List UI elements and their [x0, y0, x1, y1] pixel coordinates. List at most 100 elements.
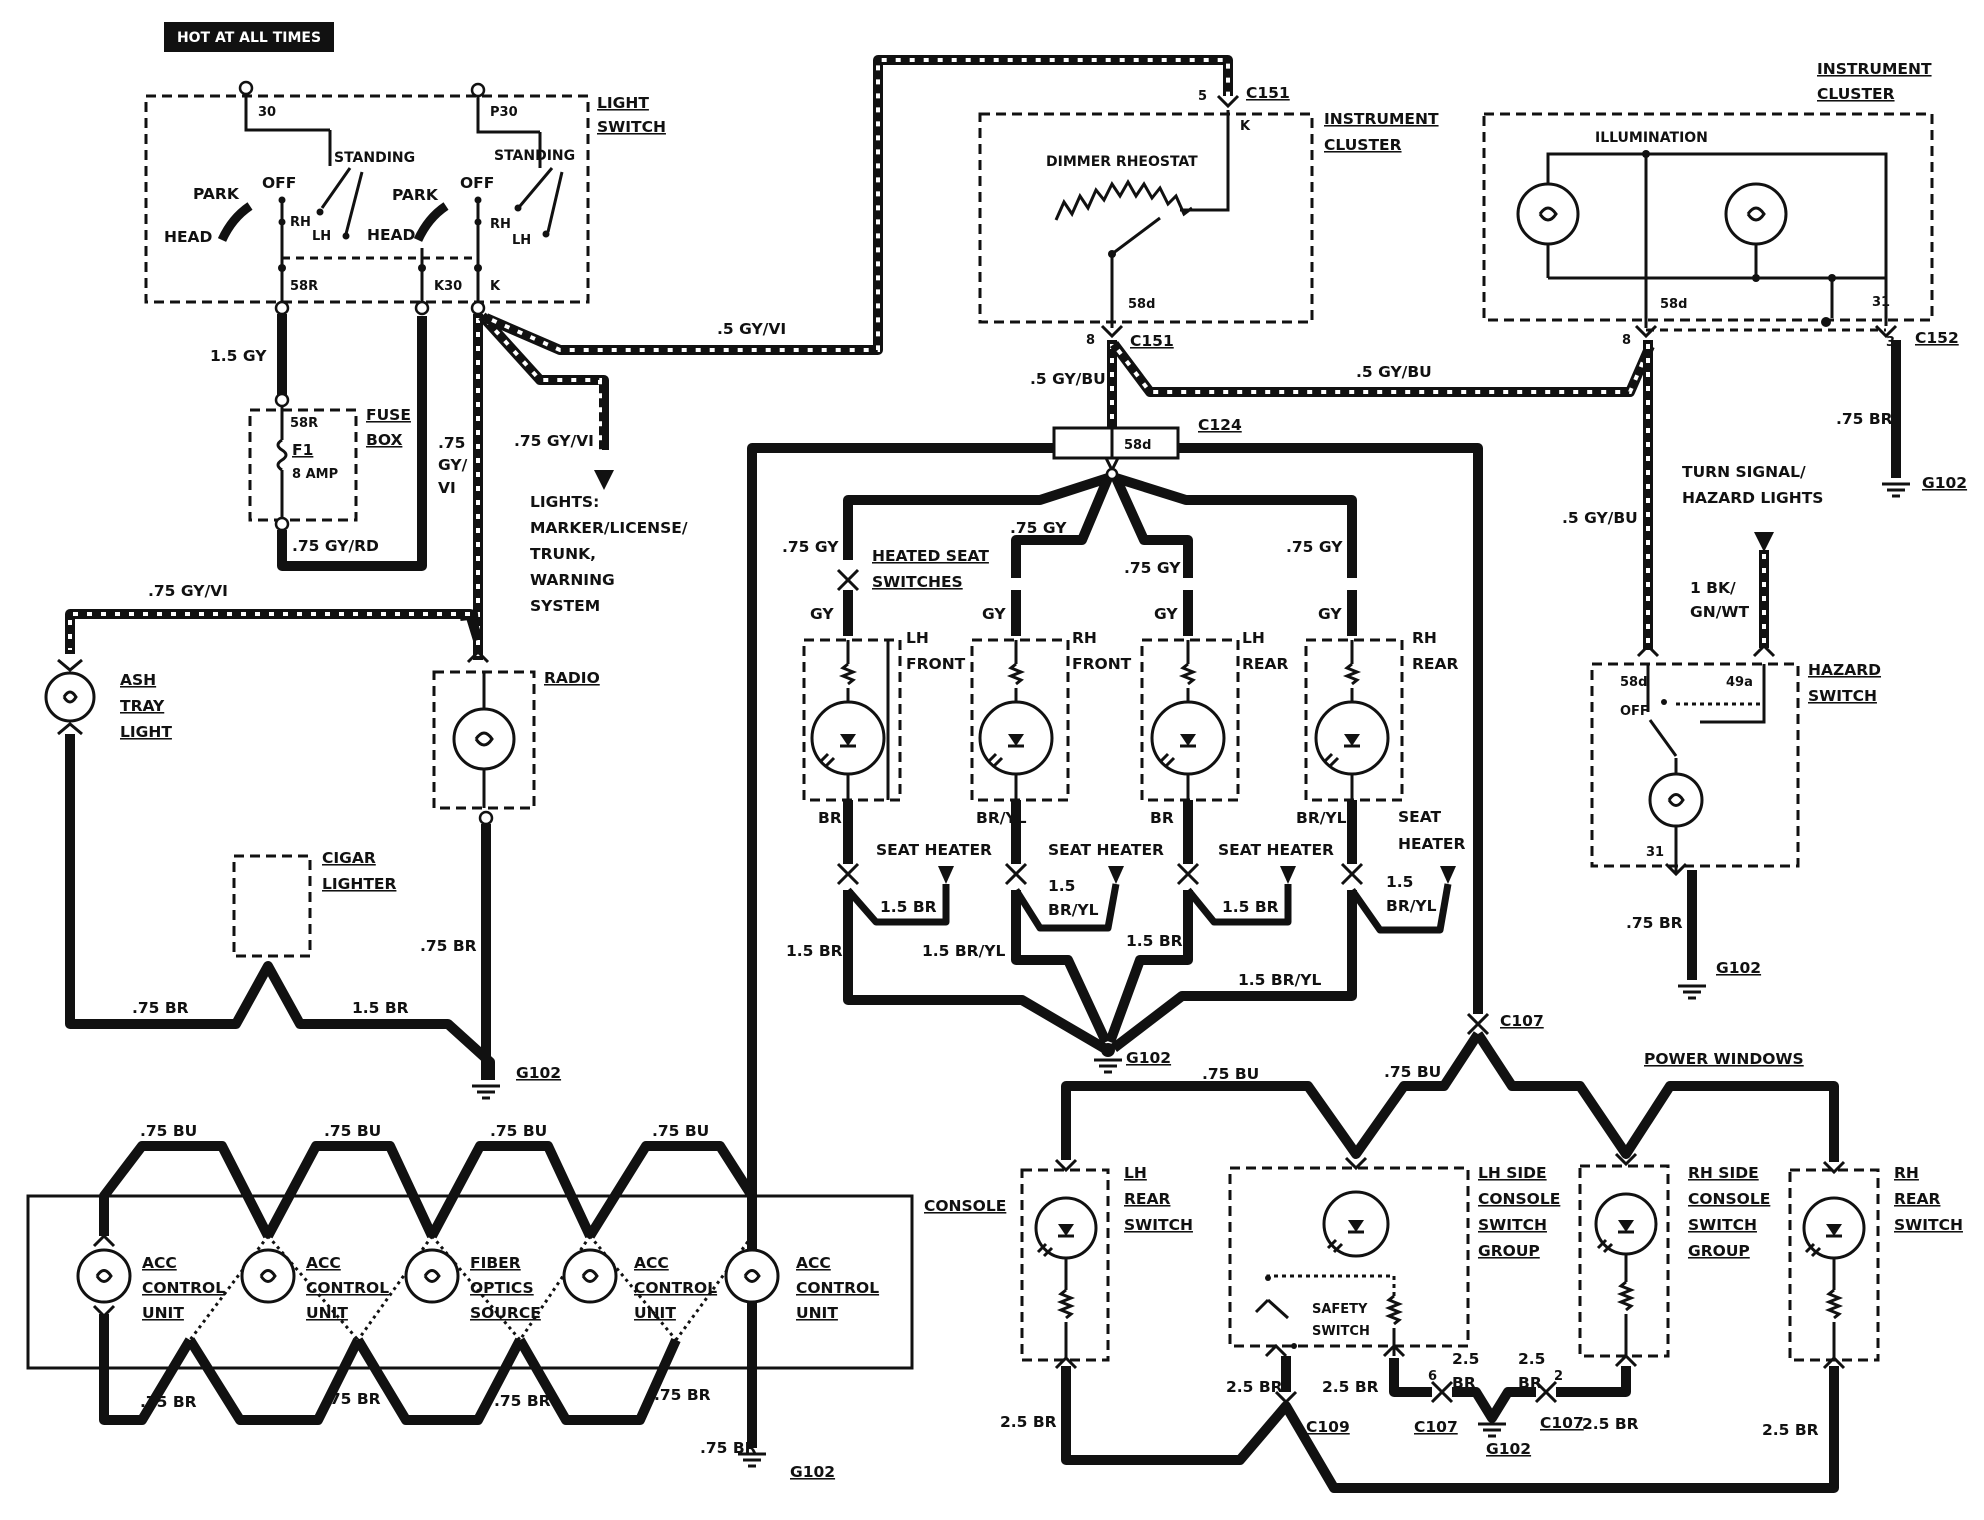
ash-tray-light: ASH TRAY LIGHT — [44, 658, 172, 741]
console-unit-1-line1: ACC — [142, 1254, 177, 1272]
fuse-amp-label: 8 AMP — [292, 467, 338, 482]
seat-switch-rh-rear: GY RH REAR BR/YL — [1296, 590, 1459, 886]
c152-label: C152 — [1915, 329, 1959, 347]
cigar-label-2: LIGHTER — [322, 875, 396, 893]
cigar-label-1: CIGAR — [322, 849, 376, 867]
console-panel: CONSOLE — [26, 1194, 1006, 1370]
g102-label-hazard: G102 — [1716, 959, 1761, 977]
wire-15-br-seat-return — [843, 890, 1107, 1053]
console-unit-2-line3: UNIT — [306, 1304, 348, 1322]
wire-label-75-gyvi-b: GY/ — [438, 456, 468, 474]
seat-bryl15-b-1: BR/YL — [1048, 901, 1099, 919]
pw-bu-1: .75 BU — [1202, 1065, 1259, 1083]
acc-control-unit-3: ACC CONTROL UNIT — [562, 1248, 717, 1322]
hot-at-all-times-text: HOT AT ALL TIMES — [177, 30, 321, 46]
fuse-f1-label: F1 — [292, 441, 313, 459]
hazard-49a-label: 49a — [1726, 675, 1753, 690]
seat-switch-rh-front: GY RH FRONT BR/YL — [970, 590, 1132, 886]
instrument-cluster-right-label-2: CLUSTER — [1817, 85, 1895, 103]
rh-rear-label-2: REAR — [1412, 655, 1459, 673]
console-unit-3-line3: SOURCE — [470, 1304, 541, 1322]
acc-control-unit-1: ACC CONTROL UNIT — [76, 1233, 225, 1322]
seat-switch-lh-front: GY LH FRONT BR — [802, 568, 966, 886]
standing-label-1: STANDING — [334, 150, 415, 166]
fuse-58r-label: 58R — [290, 416, 318, 431]
off-label-1: OFF — [262, 174, 296, 192]
c109-label: C109 — [1306, 1418, 1350, 1436]
lh-rear-label-2: REAR — [1242, 655, 1289, 673]
lights-note-2: MARKER/LICENSE/ — [530, 519, 688, 537]
wire-label-75-gyvi-a: .75 — [438, 434, 465, 452]
console-unit-3-line1: FIBER — [470, 1254, 521, 1272]
c152-58d-label: 58d — [1660, 297, 1687, 312]
lh-rear-label-1: LH — [1242, 629, 1265, 647]
ground-g102-seats — [1094, 1058, 1122, 1074]
lh-rear-window-switch: LH REAR SWITCH — [1020, 1158, 1193, 1370]
seat-bryl15-return-1: 1.5 BR/YL — [922, 942, 1005, 960]
wire-label-5-gy-bu-a: .5 GY/BU — [1030, 370, 1106, 388]
wire-5-gy-bu-cluster — [1110, 341, 1655, 397]
c152-31-label: 31 — [1872, 295, 1890, 310]
seat-br15-return-1: 1.5 BR — [786, 942, 843, 960]
wire-75-gy-lh-rear — [1111, 475, 1193, 578]
seat-gy-3: GY — [1154, 605, 1178, 623]
rh-rear-switch-label-2: REAR — [1894, 1190, 1941, 1208]
wire-75-bu-power-windows — [1061, 1031, 1839, 1162]
wire-75-bu-console-feed — [747, 443, 1054, 1448]
pw-bu-2: .75 BU — [1384, 1063, 1441, 1081]
g102-label-1: G102 — [516, 1064, 561, 1082]
ground-g102-console — [738, 1452, 766, 1468]
seat-bryl15-a-1: 1.5 — [1048, 877, 1075, 895]
radio: RADIO — [432, 649, 600, 810]
seat-bryl15-return-2: 1.5 BR/YL — [1238, 971, 1321, 989]
seat-heater-label-1: SEAT HEATER — [876, 841, 992, 859]
console-unit-4-line1: ACC — [634, 1254, 669, 1272]
c151-k-label: K — [1240, 119, 1251, 134]
terminal-k-label: K — [490, 279, 501, 294]
c152-pin8-label: 8 — [1622, 333, 1631, 348]
wire-label-15-br-cigar: 1.5 BR — [352, 999, 409, 1017]
g102-label-power-windows: G102 — [1486, 1440, 1531, 1458]
wire-75-gy-rd — [277, 316, 427, 571]
hazard-off-label: OFF — [1620, 704, 1649, 719]
lh-side-label-3: SWITCH — [1478, 1216, 1547, 1234]
rh-rear-window-switch: RH REAR SWITCH — [1788, 1160, 1963, 1370]
lh-rear-switch-label-3: SWITCH — [1124, 1216, 1193, 1234]
acc-control-unit-4: ACC CONTROL UNIT — [724, 1248, 879, 1322]
heater-label: HEATER — [1398, 835, 1466, 853]
wire-label-75-gy-vi-ash: .75 GY/VI — [148, 582, 228, 600]
rh-front-label-1: RH — [1072, 629, 1097, 647]
console-unit-1-line3: UNIT — [142, 1304, 184, 1322]
seat-br-1: BR — [818, 809, 842, 827]
lights-note-3: TRUNK, — [530, 545, 596, 563]
lh-front-label-1: LH — [906, 629, 929, 647]
wire-label-5-gy-bu-hazard: .5 GY/BU — [1562, 509, 1638, 527]
pw-br25-4: 2.5 BR — [1322, 1378, 1379, 1396]
console-br-4: .75 BR — [654, 1386, 711, 1404]
rh-side-label-2: CONSOLE — [1688, 1190, 1770, 1208]
console-br-2: .75 BR — [324, 1390, 381, 1408]
dimmer-rheostat-label: DIMMER RHEOSTAT — [1046, 154, 1198, 170]
lh-rear-switch-label-2: REAR — [1124, 1190, 1171, 1208]
terminal-k30-label: K30 — [434, 279, 462, 294]
rh-label-2: RH — [490, 217, 511, 232]
lh-side-console-switch-group: SAFETY SWITCH LH SIDE CONSOLE SWITCH GRO… — [1228, 1156, 1560, 1358]
seat-label: SEAT — [1398, 808, 1442, 826]
rh-rear-label-1: RH — [1412, 629, 1437, 647]
rh-label-1: RH — [290, 215, 311, 230]
c151-label-top: C151 — [1246, 84, 1290, 102]
seat-gy-4: GY — [1318, 605, 1342, 623]
pw-br25-3: 2.5 BR — [1226, 1378, 1283, 1396]
hazard-31-label: 31 — [1646, 845, 1664, 860]
seat-bryl15-b-2: BR/YL — [1386, 897, 1437, 915]
head-label-1: HEAD — [164, 228, 213, 246]
seat-switch-lh-rear: GY LH REAR BR — [1140, 590, 1289, 886]
console-unit-4-line3: UNIT — [634, 1304, 676, 1322]
seat-br-2: BR — [1150, 809, 1174, 827]
seat-wire-75gy-2: .75 GY — [1010, 519, 1067, 537]
c151-58d-label: 58d — [1128, 297, 1155, 312]
cigar-lighter: CIGAR LIGHTER — [232, 849, 396, 958]
instrument-cluster-left-label-1: INSTRUMENT — [1324, 110, 1439, 128]
console-bu-4: .75 BU — [652, 1122, 709, 1140]
